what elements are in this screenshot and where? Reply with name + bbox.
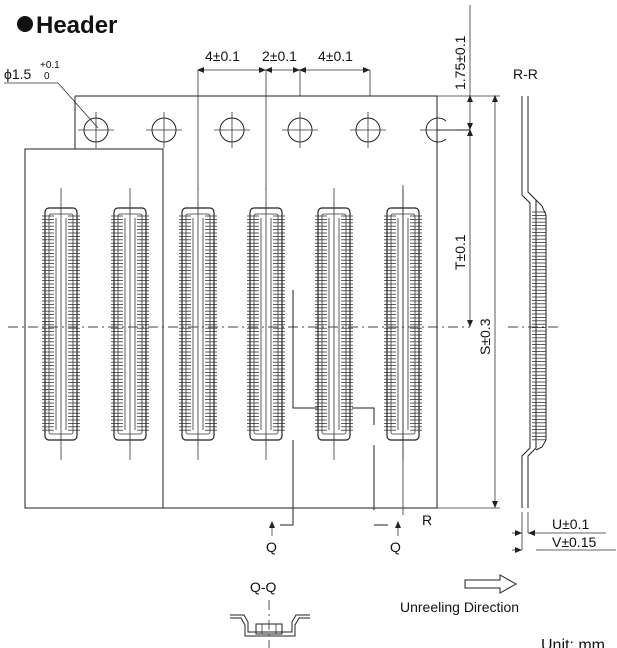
- q-left-label: Q: [266, 539, 277, 555]
- sprocket-hole-partial: [420, 117, 456, 143]
- sprocket-hole: [214, 112, 250, 148]
- section-markers: Q Q R: [266, 185, 432, 555]
- carrier-tape: [74, 95, 470, 509]
- connectors: [42, 188, 422, 460]
- connector: [247, 188, 285, 460]
- q-right-label: Q: [390, 539, 401, 555]
- unreeling-label: Unreeling Direction: [400, 599, 519, 615]
- connector: [111, 188, 149, 460]
- sprocket-holes: [78, 112, 456, 148]
- section-qq-view: Q-Q: [230, 579, 310, 648]
- connector: [179, 188, 217, 460]
- connector: [42, 188, 80, 460]
- title: Header: [36, 12, 117, 39]
- cover-tape: [24, 148, 164, 509]
- sprocket-hole: [350, 112, 386, 148]
- pitch-1-label: 4±0.1: [205, 48, 240, 64]
- hole-diameter-label: ϕ1.5 +0.1 0: [4, 60, 99, 129]
- section-qq-label: Q-Q: [250, 579, 277, 595]
- svg-text:ϕ1.5: ϕ1.5: [4, 66, 32, 82]
- r-label: R: [422, 512, 432, 528]
- thickness-dimensions: U±0.1 V±0.15: [512, 512, 616, 553]
- sprocket-hole: [282, 112, 318, 148]
- section-rr-label: R-R: [513, 66, 538, 82]
- dim-s-label: S±0.3: [477, 318, 493, 355]
- connector: [315, 188, 353, 460]
- vertical-dimensions: 1.75±0.1 T±0.1 S±0.3: [437, 5, 500, 509]
- title-bullet-icon: [17, 16, 33, 32]
- pitch-dimensions: 4±0.1 2±0.1 4±0.1: [197, 48, 371, 190]
- section-rr-view: R-R: [508, 66, 560, 508]
- offset-top-label: 1.75±0.1: [452, 35, 468, 90]
- unreeling-arrow-icon: [464, 574, 518, 594]
- sprocket-hole: [78, 112, 114, 148]
- svg-text:+0.1: +0.1: [40, 60, 60, 71]
- sprocket-hole: [146, 112, 182, 148]
- dim-u-label: U±0.1: [552, 516, 589, 532]
- unit-label: Unit: mm: [541, 637, 605, 648]
- dim-v-label: V±0.15: [552, 534, 596, 550]
- svg-text:0: 0: [44, 71, 50, 82]
- pitch-3-label: 4±0.1: [318, 48, 353, 64]
- dim-t-label: T±0.1: [452, 234, 468, 270]
- pitch-2-label: 2±0.1: [262, 48, 297, 64]
- unreeling-direction: Unreeling Direction: [400, 574, 519, 615]
